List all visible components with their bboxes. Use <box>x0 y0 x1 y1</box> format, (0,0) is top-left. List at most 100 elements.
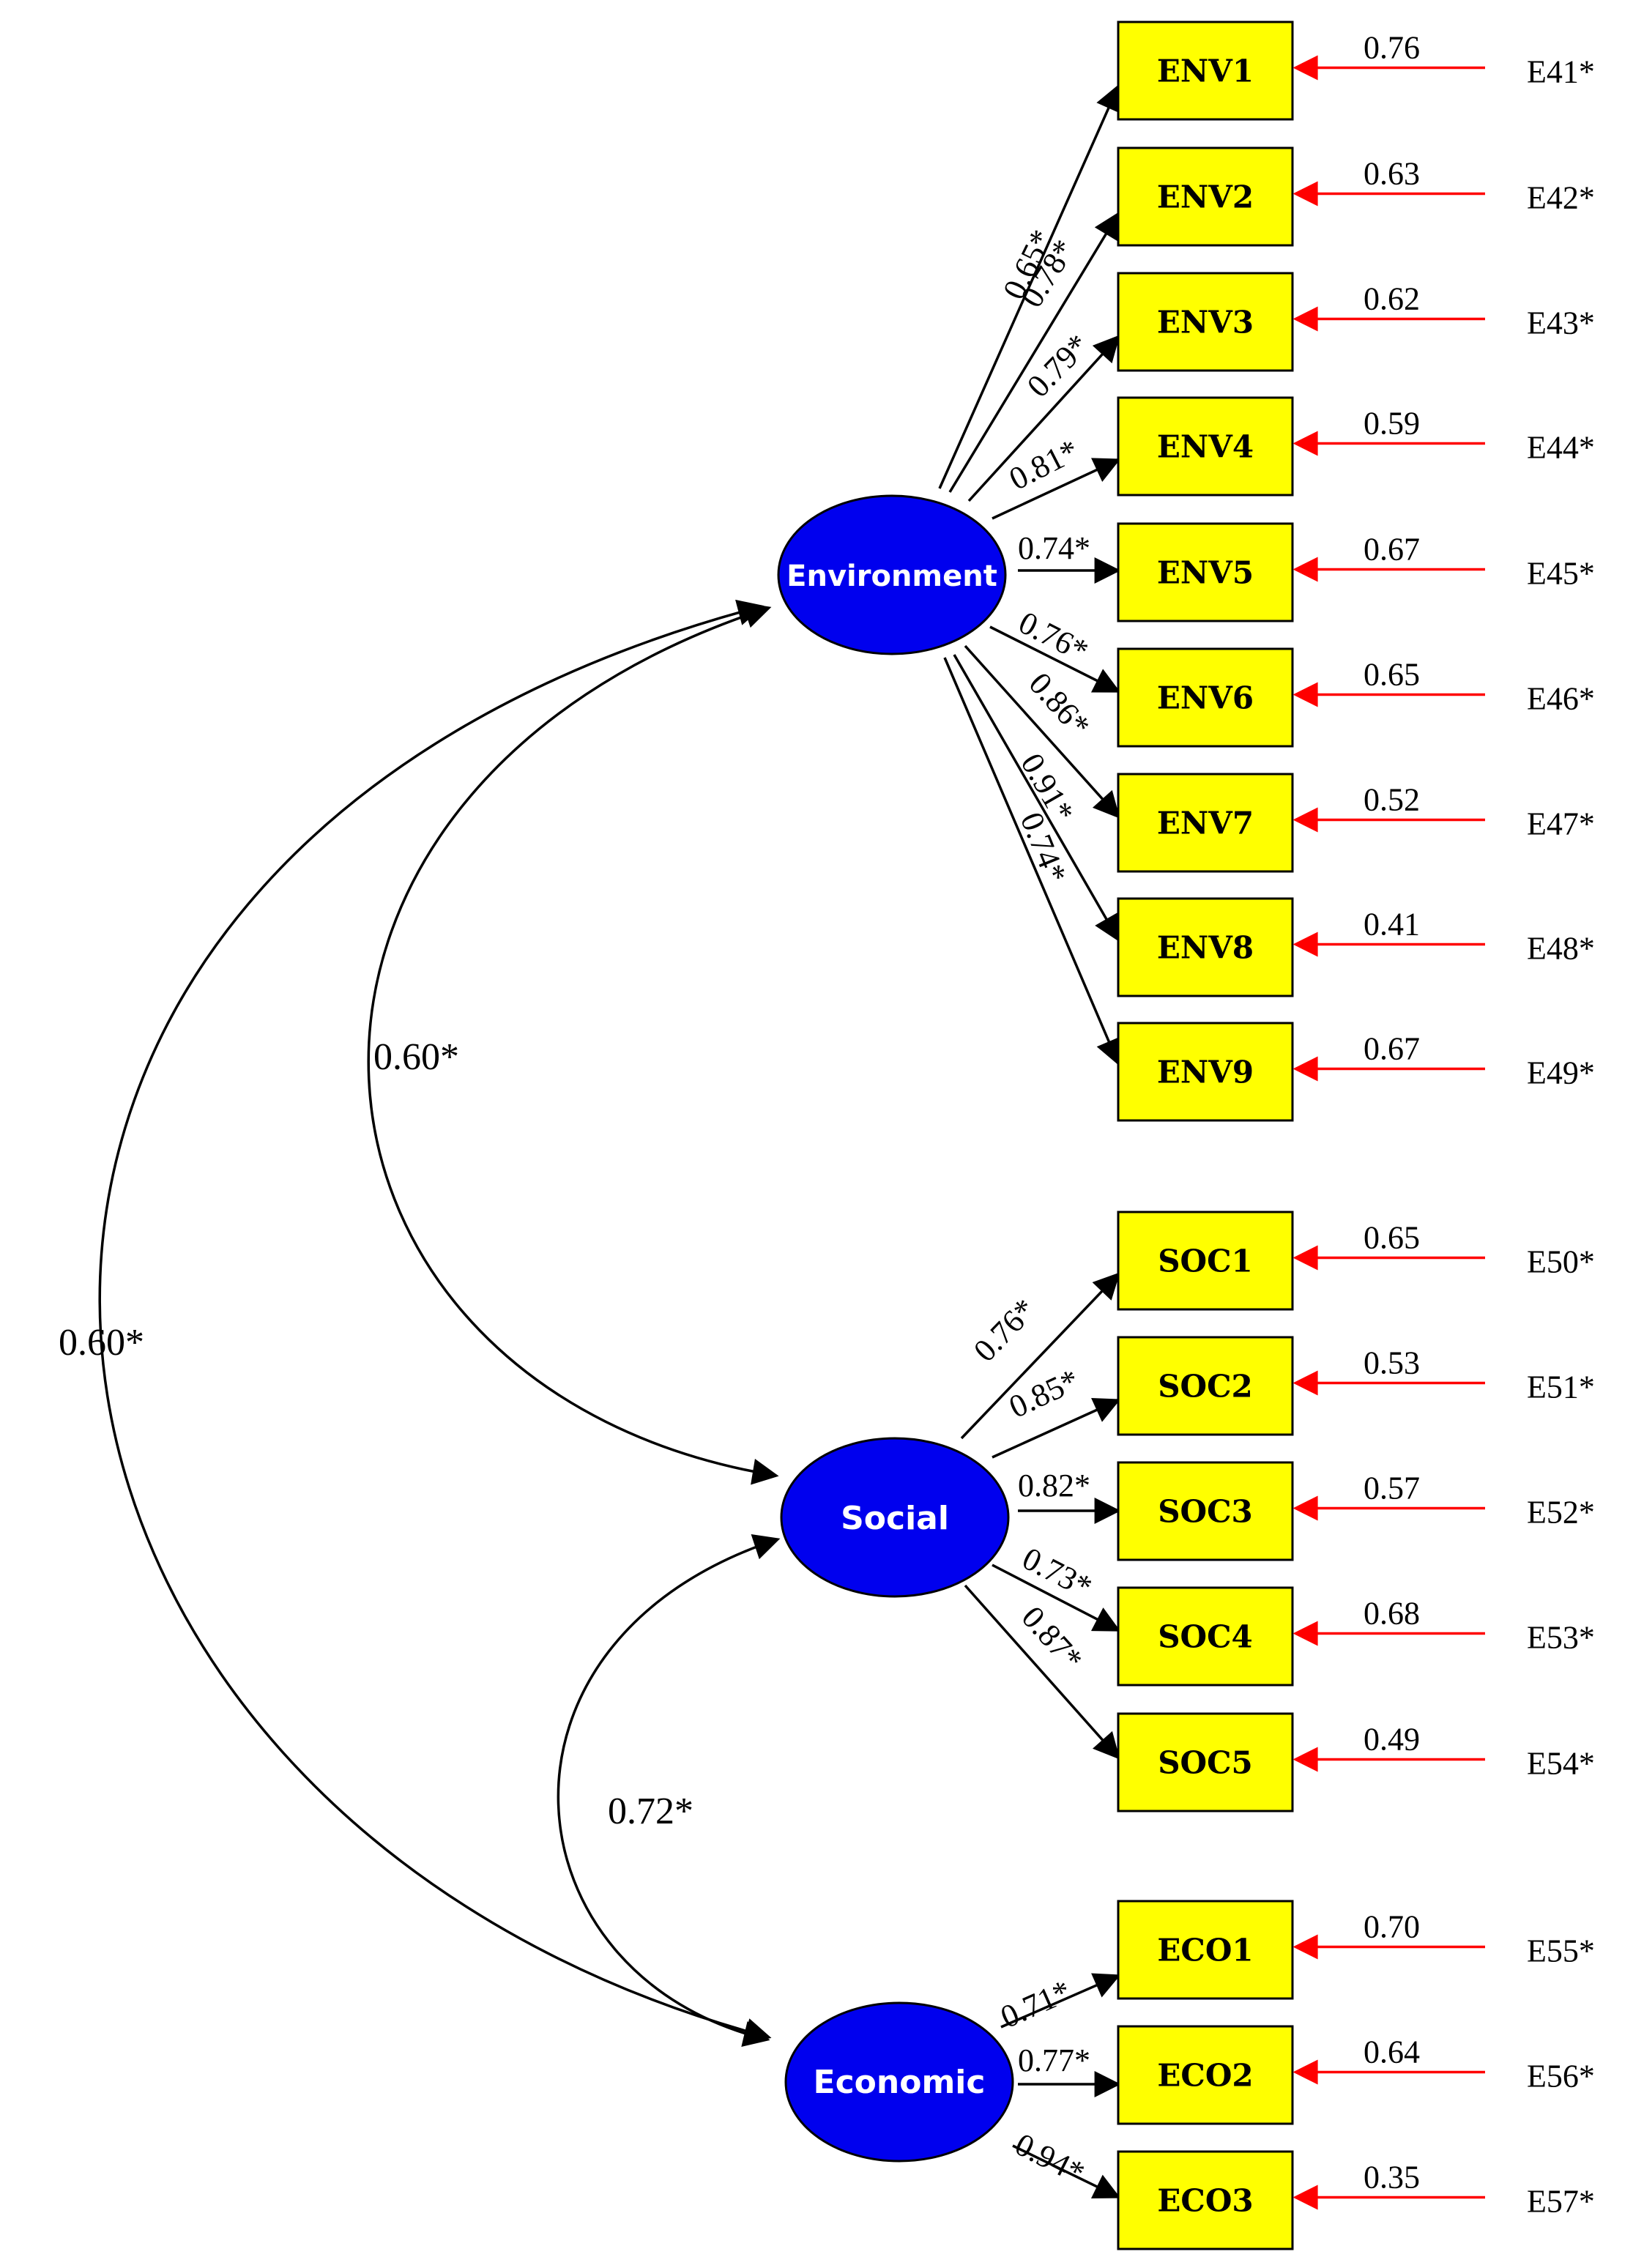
error-value-eco2: 0.64 <box>1364 2034 1420 2070</box>
indicator-box-env7 <box>1117 773 1294 873</box>
indicator-label-env5: ENV5 <box>1157 555 1254 591</box>
loading-arrow-env4 <box>992 458 1121 520</box>
corr-curve-env-eco <box>98 599 772 2044</box>
error-label-env9: E49* <box>1527 1055 1595 1091</box>
latent-label-social: Social <box>841 1500 949 1537</box>
error-terms: 0.76E41*0.63E42*0.62E43*0.59E44*0.67E45*… <box>1292 30 1595 2220</box>
error-label-soc3: E52* <box>1527 1495 1595 1531</box>
indicator-box-env2 <box>1117 146 1294 247</box>
corr-label-soc-eco: 0.72* <box>608 1791 693 1832</box>
indicator-box-env4 <box>1117 396 1294 497</box>
latent-label-environment: Environment <box>786 559 997 593</box>
error-value-soc2: 0.53 <box>1364 1345 1420 1381</box>
error-value-env1: 0.76 <box>1364 30 1420 66</box>
loading-arrow-env3 <box>967 335 1120 502</box>
loading-arrow-soc4 <box>992 1564 1121 1632</box>
loading-label-env5: 0.74* <box>1018 530 1090 566</box>
loading-arrow-env1 <box>938 83 1121 489</box>
indicator-label-soc3: SOC3 <box>1158 1494 1253 1530</box>
error-value-env2: 0.63 <box>1364 156 1420 192</box>
loading-arrow-soc5 <box>964 1584 1120 1760</box>
error-value-env5: 0.67 <box>1364 532 1420 568</box>
loading-label-soc2: 0.85* <box>1004 1362 1085 1425</box>
loading-label-eco3: 0.94* <box>1009 2126 1090 2191</box>
error-value-env8: 0.41 <box>1364 907 1420 942</box>
indicator-label-soc1: SOC1 <box>1158 1243 1253 1279</box>
latent-label-economic: Economic <box>814 2064 986 2101</box>
error-label-env7: E47* <box>1527 806 1595 842</box>
indicator-label-soc4: SOC4 <box>1158 1619 1253 1655</box>
error-label-env5: E45* <box>1527 556 1595 592</box>
indicator-box-env9 <box>1117 1022 1294 1122</box>
error-value-env9: 0.67 <box>1364 1031 1420 1067</box>
latent-social: Social <box>780 1437 1010 1598</box>
corr-curve-soc-eco <box>557 1533 781 2047</box>
indicator-label-env2: ENV2 <box>1157 179 1254 215</box>
error-value-env6: 0.65 <box>1364 657 1420 693</box>
indicator-box-soc3 <box>1117 1461 1294 1561</box>
indicator-box-soc1 <box>1117 1211 1294 1311</box>
error-label-eco3: E57* <box>1527 2184 1595 2220</box>
loading-label-env4: 0.81* <box>1003 432 1084 497</box>
loading-label-env7: 0.86* <box>1022 666 1098 743</box>
error-label-soc1: E50* <box>1527 1244 1595 1280</box>
error-label-soc2: E51* <box>1527 1369 1595 1405</box>
error-label-env3: E43* <box>1527 305 1595 341</box>
indicator-label-eco2: ECO2 <box>1157 2058 1253 2094</box>
loading-arrow-eco3 <box>1012 2144 1121 2199</box>
indicator-label-env4: ENV4 <box>1157 429 1254 465</box>
indicator-box-soc5 <box>1117 1712 1294 1812</box>
indicator-boxes: ENV1ENV2ENV3ENV4ENV5ENV6ENV7ENV8ENV9SOC1… <box>1117 21 1294 2250</box>
error-value-soc3: 0.57 <box>1364 1471 1420 1506</box>
indicator-label-eco3: ECO3 <box>1157 2183 1253 2219</box>
loading-arrow-soc2 <box>992 1397 1121 1459</box>
indicator-label-env6: ENV6 <box>1157 680 1254 716</box>
error-label-env6: E46* <box>1527 681 1595 717</box>
indicator-label-env9: ENV9 <box>1157 1055 1254 1090</box>
loading-arrow-eco1 <box>1000 1973 1121 2029</box>
indicator-box-eco2 <box>1117 2025 1294 2125</box>
loading-arrow-env6 <box>989 625 1121 693</box>
error-label-env8: E48* <box>1527 931 1595 967</box>
indicator-box-soc4 <box>1117 1586 1294 1687</box>
indicator-label-env8: ENV8 <box>1157 930 1254 966</box>
indicator-box-env3 <box>1117 272 1294 372</box>
corr-label-env-eco: 0.60* <box>59 1322 144 1364</box>
indicator-label-soc2: SOC2 <box>1158 1369 1253 1405</box>
loading-arrow-soc1 <box>960 1272 1120 1440</box>
loading-arrow-env8 <box>953 654 1120 942</box>
error-value-env4: 0.59 <box>1364 406 1420 442</box>
loading-label-eco2: 0.77* <box>1018 2042 1090 2078</box>
error-value-eco1: 0.70 <box>1364 1909 1420 1945</box>
indicator-box-env8 <box>1117 897 1294 997</box>
corr-label-env-soc: 0.60* <box>373 1036 459 1078</box>
error-label-soc5: E54* <box>1527 1746 1595 1782</box>
indicator-box-env1 <box>1117 21 1294 121</box>
indicator-label-env1: ENV1 <box>1157 53 1254 89</box>
indicator-label-soc5: SOC5 <box>1158 1745 1253 1781</box>
indicator-box-env6 <box>1117 647 1294 748</box>
error-value-env3: 0.62 <box>1364 281 1420 317</box>
error-value-soc1: 0.65 <box>1364 1220 1420 1256</box>
latent-economic: Economic <box>784 2001 1014 2163</box>
error-label-env1: E41* <box>1527 54 1595 90</box>
error-label-env2: E42* <box>1527 180 1595 216</box>
loading-label-eco1: 0.71* <box>995 1973 1076 2035</box>
indicator-box-soc2 <box>1117 1336 1294 1436</box>
loading-arrow-env7 <box>964 644 1120 819</box>
corr-curve-env-soc <box>367 602 779 1485</box>
error-value-eco3: 0.35 <box>1364 2160 1420 2196</box>
indicator-box-eco3 <box>1117 2150 1294 2250</box>
loading-arrows: 0.65*0.78*0.79*0.81*0.74*0.76*0.86*0.91*… <box>938 83 1121 2199</box>
error-value-soc5: 0.49 <box>1364 1722 1420 1758</box>
loading-label-soc3: 0.82* <box>1018 1468 1090 1503</box>
indicator-label-env7: ENV7 <box>1157 806 1254 841</box>
error-label-env4: E44* <box>1527 430 1595 466</box>
loading-label-soc4: 0.73* <box>1016 1540 1097 1605</box>
loading-arrow-env2 <box>948 211 1120 493</box>
indicator-box-eco1 <box>1117 1900 1294 2000</box>
loading-arrow-env9 <box>943 657 1121 1066</box>
indicator-label-eco1: ECO1 <box>1157 1933 1253 1968</box>
indicator-label-env3: ENV3 <box>1157 305 1254 341</box>
